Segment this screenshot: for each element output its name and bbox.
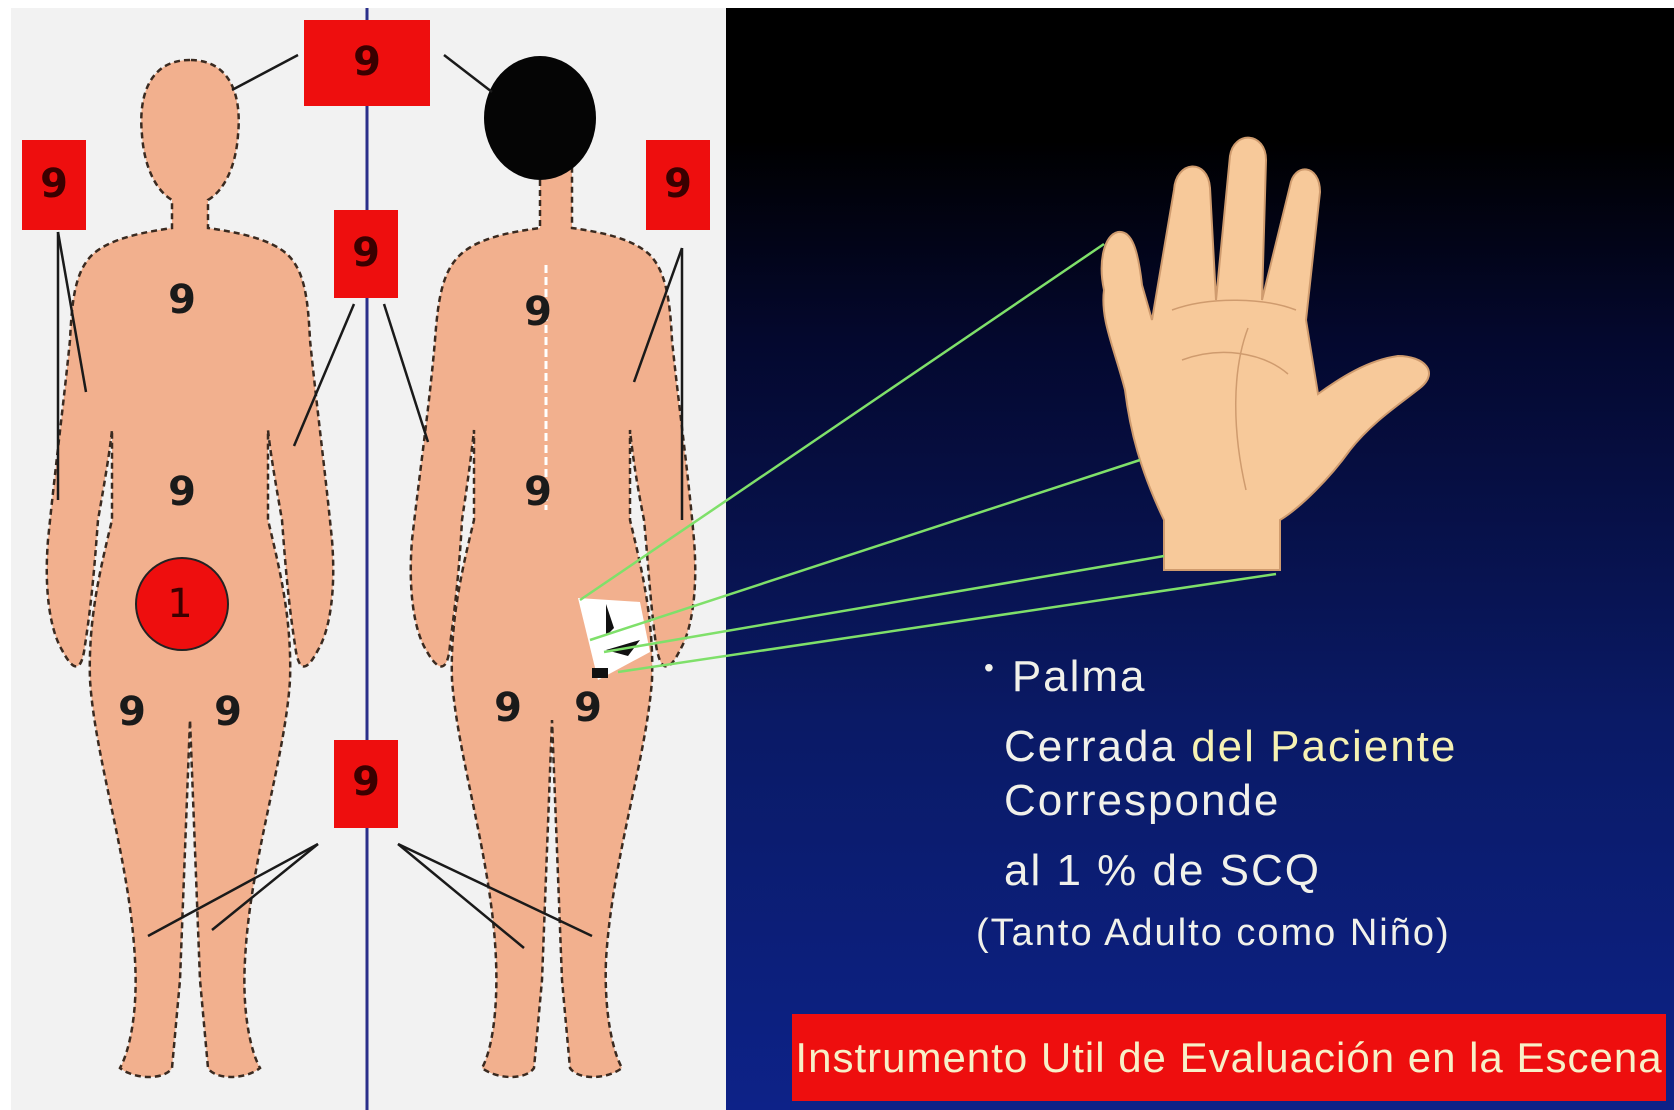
palm-marker — [578, 598, 650, 680]
badge-arm-right-box — [646, 140, 710, 230]
badge-head: 9 — [304, 20, 430, 106]
pointer-line-1 — [579, 242, 1105, 602]
badge-trunk-box — [334, 210, 398, 298]
front-leg-right-label: 9 — [214, 689, 242, 735]
hand-shape — [1100, 136, 1430, 571]
pointer-line-3 — [603, 554, 1165, 654]
caption-line-scq: al 1 % de SCQ — [1004, 846, 1322, 895]
back-upper-label: 9 — [524, 289, 552, 335]
palm-crease-life — [1235, 327, 1249, 491]
front-leg-left-label: 9 — [118, 689, 146, 735]
back-lower-label: 9 — [524, 469, 552, 515]
badge-legs-label: 9 — [352, 759, 380, 805]
caption-line-corresponde: Corresponde — [1004, 776, 1281, 825]
pointer-line-4 — [617, 572, 1277, 674]
leader-head-back — [443, 54, 493, 93]
caption-line-cerrada: Cerrada del Paciente — [1004, 722, 1457, 772]
badge-arm-left-label: 9 — [40, 161, 68, 207]
badge-legs: 9 — [334, 740, 398, 828]
badge-head-box — [304, 20, 430, 106]
genital-marker: 1 — [135, 557, 229, 651]
leader-lines — [56, 53, 684, 949]
palm-crease-middle — [1181, 351, 1289, 375]
palm-crease-upper — [1171, 299, 1297, 311]
caption-palma: Palma — [1011, 652, 1147, 701]
badge-arm-right: 9 — [646, 140, 710, 230]
genital-circle — [135, 557, 229, 651]
front-abdomen-label: 9 — [168, 469, 196, 515]
back-head-hair — [484, 56, 596, 180]
palm-marker-fingers — [606, 604, 614, 636]
badge-arm-left: 9 — [22, 140, 86, 230]
bullet: • — [984, 652, 996, 683]
leader-legs-back-b — [397, 842, 593, 938]
back-body-outline — [409, 148, 697, 1079]
hand-illustration — [1100, 136, 1430, 571]
caption-line-palma: • Palma — [984, 652, 1147, 702]
leader-arm-right-b — [632, 247, 684, 383]
banner-instrumento: Instrumento Util de Evaluación en la Esc… — [792, 1014, 1666, 1101]
leader-head-front — [231, 53, 299, 92]
badge-arm-left-box — [22, 140, 86, 230]
badge-head-label: 9 — [353, 39, 381, 85]
badge-arm-right-label: 9 — [664, 161, 692, 207]
leader-legs-front-b — [211, 843, 319, 931]
back-leg-left-label: 9 — [494, 685, 522, 731]
palm-marker-wrist — [592, 668, 608, 678]
caption-cerrada: Cerrada — [1004, 722, 1192, 771]
badge-trunk-label: 9 — [352, 230, 380, 276]
leader-legs-back-a — [397, 843, 525, 949]
leader-legs-front-a — [147, 842, 319, 938]
front-chest-label: 9 — [168, 277, 196, 323]
badge-trunk: 9 — [334, 210, 398, 298]
back-figure — [409, 56, 697, 1079]
pointer-line-2 — [589, 458, 1141, 642]
badge-legs-box — [334, 740, 398, 828]
leader-trunk-back — [382, 303, 430, 443]
leader-arm-left-b — [56, 231, 88, 393]
back-leg-right-label: 9 — [574, 685, 602, 731]
genital-label: 1 — [167, 581, 192, 627]
caption-line-adulto: (Tanto Adulto como Niño) — [976, 912, 1451, 954]
leader-trunk-front — [292, 303, 356, 447]
caption-del-paciente: del Paciente — [1191, 722, 1458, 771]
pointer-lines — [579, 242, 1277, 674]
